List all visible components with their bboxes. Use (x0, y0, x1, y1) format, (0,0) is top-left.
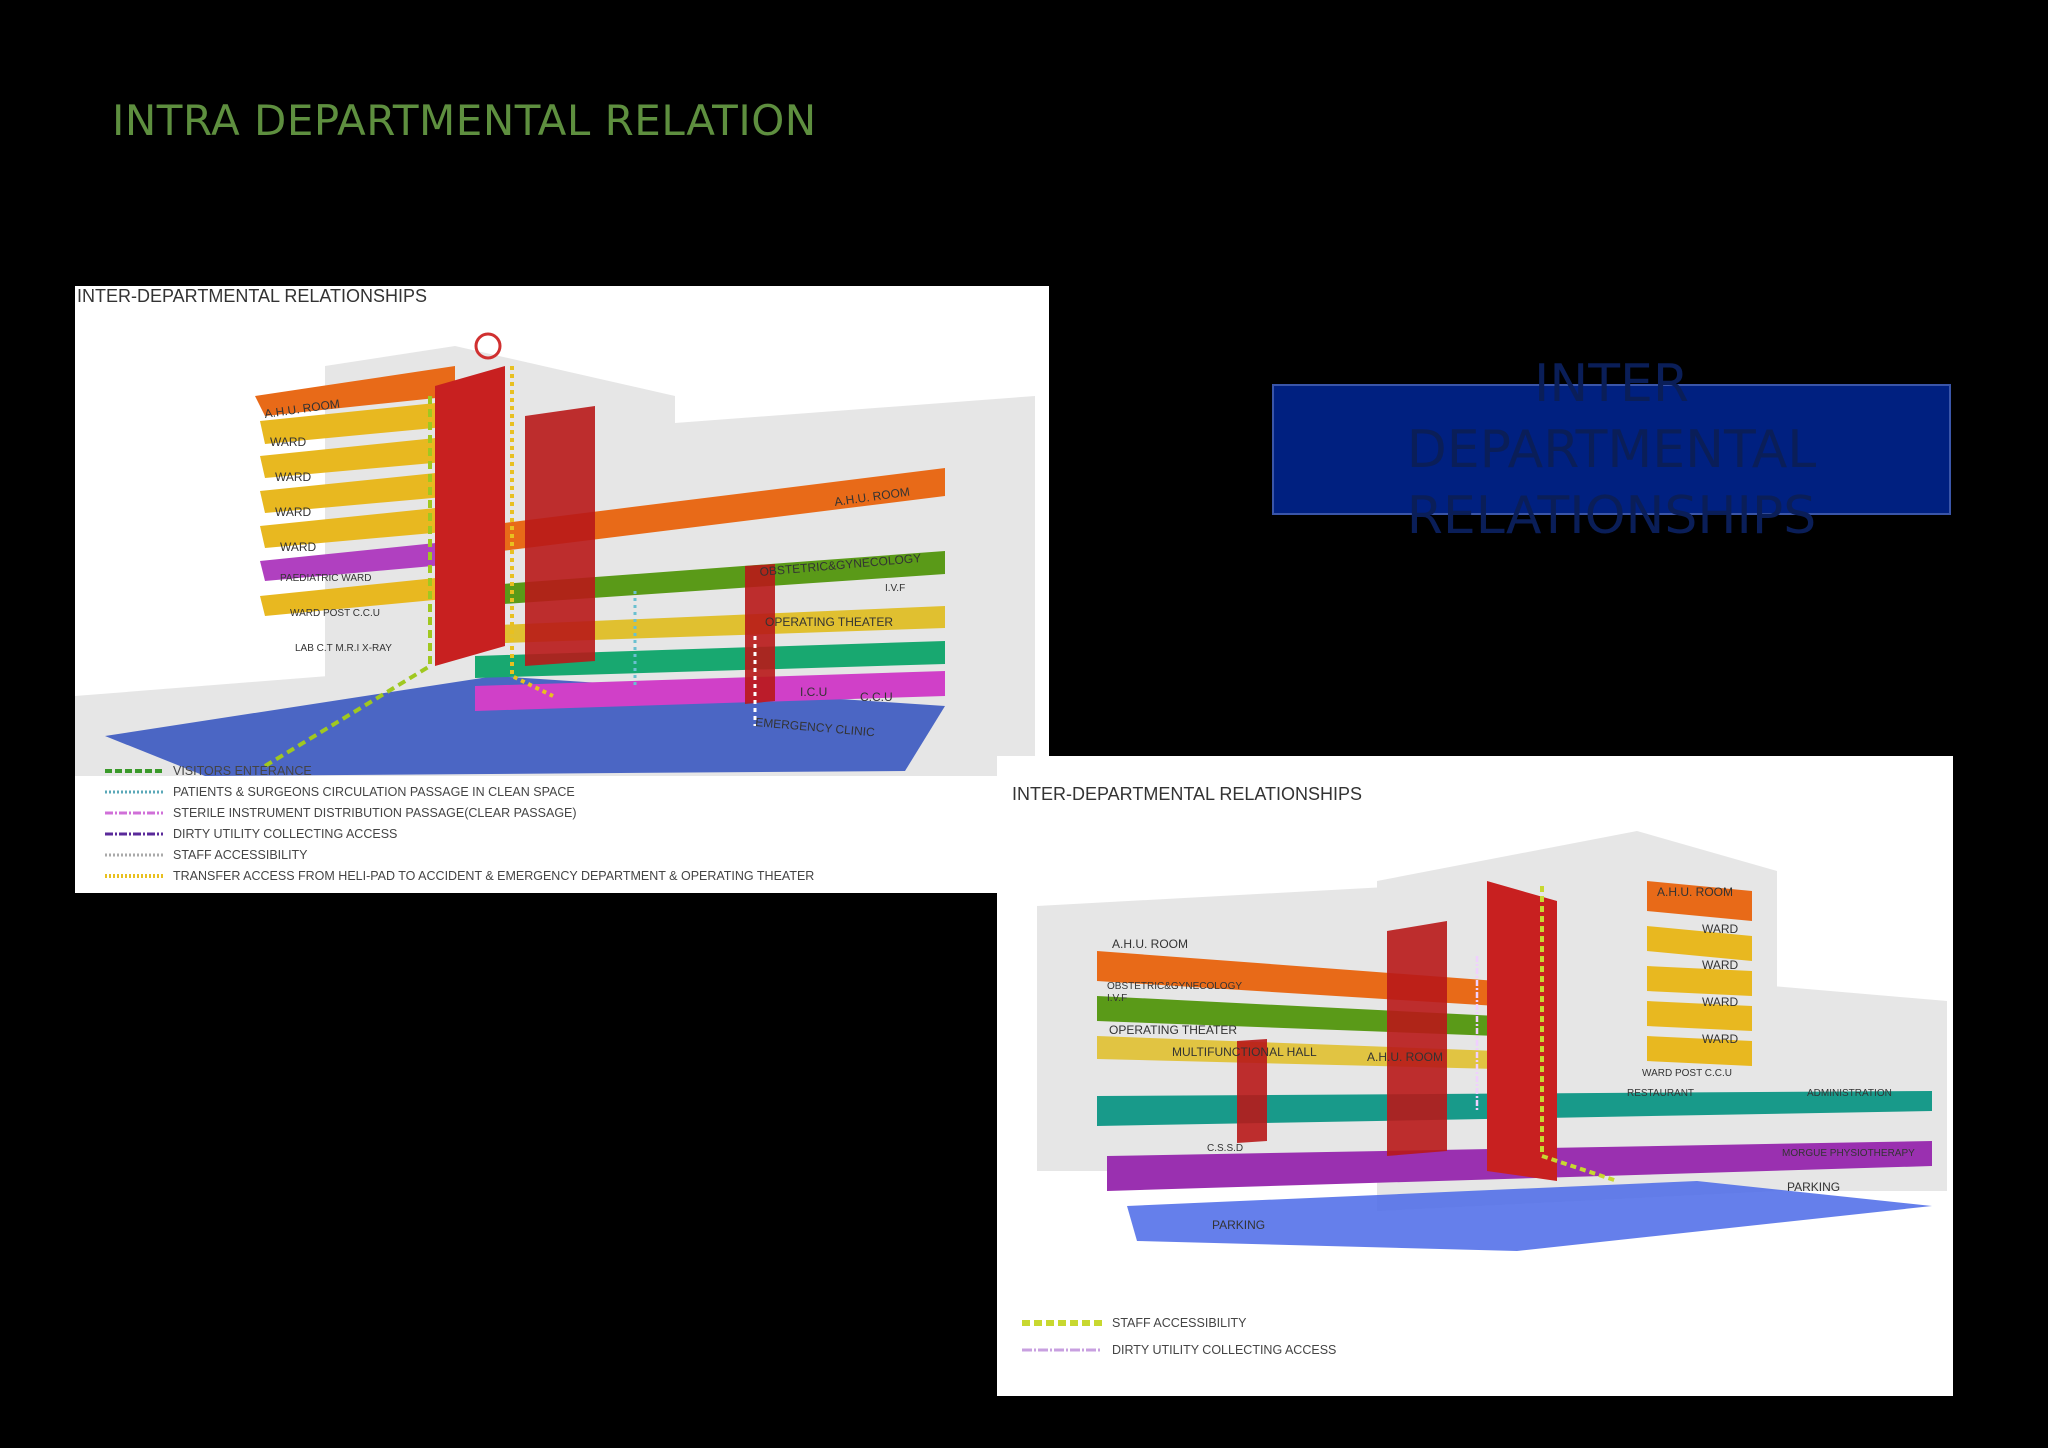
circulation-core (525, 406, 595, 666)
legend-item: PATIENTS & SURGEONS CIRCULATION PASSAGE … (105, 781, 814, 802)
floor-label: A.H.U. ROOM (1367, 1050, 1443, 1064)
floor-slab-sterile (475, 671, 945, 711)
floor-label: PARKING (1787, 1180, 1840, 1194)
floor-slab-ward (1647, 1036, 1752, 1066)
legend-label: STAFF ACCESSIBILITY (173, 847, 308, 862)
floor-label: WARD (1702, 922, 1739, 936)
floor-slab-ward (260, 401, 455, 444)
legend-item: TRANSFER ACCESS FROM HELI-PAD TO ACCIDEN… (105, 865, 814, 886)
legend-item: STAFF ACCESSIBILITY (105, 844, 814, 865)
floor-label: WARD (280, 540, 317, 554)
building-diagram-2: A.H.U. ROOM WARD WARD WARD WARD WARD POS… (1037, 831, 1947, 1251)
legend-label: STERILE INSTRUMENT DISTRIBUTION PASSAGE(… (173, 805, 577, 820)
circulation-core (1387, 921, 1447, 1156)
parking-slab (1127, 1181, 1932, 1251)
floor-label: I.V.F (1107, 993, 1127, 1004)
legend-label: PATIENTS & SURGEONS CIRCULATION PASSAGE … (173, 784, 575, 799)
floor-slab-ward (260, 436, 455, 478)
floor-label: WARD (275, 505, 312, 519)
floor-slab-ward (260, 471, 455, 513)
legend: VISITORS ENTERANCE PATIENTS & SURGEONS C… (105, 760, 814, 886)
line-swatch (105, 811, 163, 814)
floor-slab-ward (260, 506, 455, 548)
floor-label: WARD (270, 435, 307, 449)
diagram-panel-inter: INTER-DEPARTMENTAL RELATIONSHIPS A.H.U. … (997, 756, 1953, 1396)
diagram-panel-intra: INTER-DEPARTMENTAL RELATIONSHIPS A.H.U. … (75, 286, 1049, 893)
floor-label: PAEDIATRIC WARD (280, 573, 371, 584)
floor-label: RESTAURANT (1627, 1088, 1694, 1099)
legend-item: VISITORS ENTERANCE (105, 760, 814, 781)
floor-label: I.C.U (800, 685, 827, 699)
floor-label: I.V.F (885, 583, 905, 594)
floor-label: ADMINISTRATION (1807, 1088, 1892, 1099)
legend-label: DIRTY UTILITY COLLECTING ACCESS (173, 826, 398, 841)
floor-label: WARD (1702, 1032, 1739, 1046)
floor-label: OPERATING THEATER (765, 615, 893, 629)
legend: STAFF ACCESSIBILITY DIRTY UTILITY COLLEC… (1022, 1309, 1336, 1363)
floor-label: C.S.S.D (1207, 1143, 1243, 1154)
circulation-core (435, 366, 505, 666)
slide-title: INTRA DEPARTMENTAL RELATION (112, 96, 817, 145)
legend-item: DIRTY UTILITY COLLECTING ACCESS (105, 823, 814, 844)
floor-label: WARD (1702, 995, 1739, 1009)
line-swatch (105, 832, 163, 835)
line-swatch (105, 873, 163, 878)
legend-label: DIRTY UTILITY COLLECTING ACCESS (1112, 1342, 1337, 1357)
section-label-box: INTER DEPARTMENTAL RELATIONSHIPS (1272, 354, 1951, 546)
line-swatch (1022, 1319, 1102, 1326)
floor-label: WARD POST C.C.U (1642, 1068, 1732, 1079)
panel-heading: INTER-DEPARTMENTAL RELATIONSHIPS (77, 286, 428, 306)
floor-slab-ahu-right (1647, 881, 1752, 921)
floor-slab-ward (260, 576, 455, 616)
floor-label: OBSTETRIC&GYNECOLOGY (1107, 981, 1242, 992)
legend-item: STAFF ACCESSIBILITY (1022, 1309, 1336, 1336)
floor-label: A.H.U. ROOM (1657, 885, 1733, 899)
floor-slab-ward (1647, 1001, 1752, 1031)
circulation-column (1237, 1039, 1267, 1143)
floor-label: C.C.U (860, 690, 893, 704)
floor-slab-ahu (255, 366, 455, 416)
floor-label: LAB C.T M.R.I X-RAY (295, 643, 392, 654)
line-swatch (105, 853, 163, 856)
line-swatch (105, 790, 163, 793)
floor-slab-paediatric (260, 541, 455, 581)
floor-label: MULTIFUNCTIONAL HALL (1172, 1045, 1317, 1059)
floor-slab-ward (1647, 966, 1752, 996)
floor-slab-icu (475, 641, 945, 678)
floor-label: OPERATING THEATER (1109, 1023, 1237, 1037)
floor-label: A.H.U. ROOM (1112, 937, 1188, 951)
line-swatch (105, 768, 163, 773)
floor-slab-ward (1647, 926, 1752, 961)
circulation-column (745, 564, 775, 704)
floor-label: WARD (275, 470, 312, 484)
staff-path (1540, 886, 1618, 1183)
section-label-text: INTER DEPARTMENTAL RELATIONSHIPS (1406, 353, 1817, 546)
circulation-core (1487, 881, 1557, 1181)
floor-label: WARD (1702, 958, 1739, 972)
floor-label: MORGUE PHYSIOTHERAPY (1782, 1148, 1915, 1159)
panel-heading: INTER-DEPARTMENTAL RELATIONSHIPS (1012, 784, 1363, 804)
legend-label: STAFF ACCESSIBILITY (1112, 1315, 1247, 1330)
building-diagram-1: A.H.U. ROOM WARD WARD WARD WARD PAEDIATR… (75, 332, 1035, 776)
helipad-icon (474, 332, 502, 360)
legend-item: STERILE INSTRUMENT DISTRIBUTION PASSAGE(… (105, 802, 814, 823)
floor-label: PARKING (1212, 1218, 1265, 1232)
line-swatch (1022, 1348, 1102, 1351)
legend-label: TRANSFER ACCESS FROM HELI-PAD TO ACCIDEN… (173, 868, 815, 883)
legend-label: VISITORS ENTERANCE (173, 763, 312, 778)
floor-label: WARD POST C.C.U (290, 608, 380, 619)
legend-item: DIRTY UTILITY COLLECTING ACCESS (1022, 1336, 1336, 1363)
